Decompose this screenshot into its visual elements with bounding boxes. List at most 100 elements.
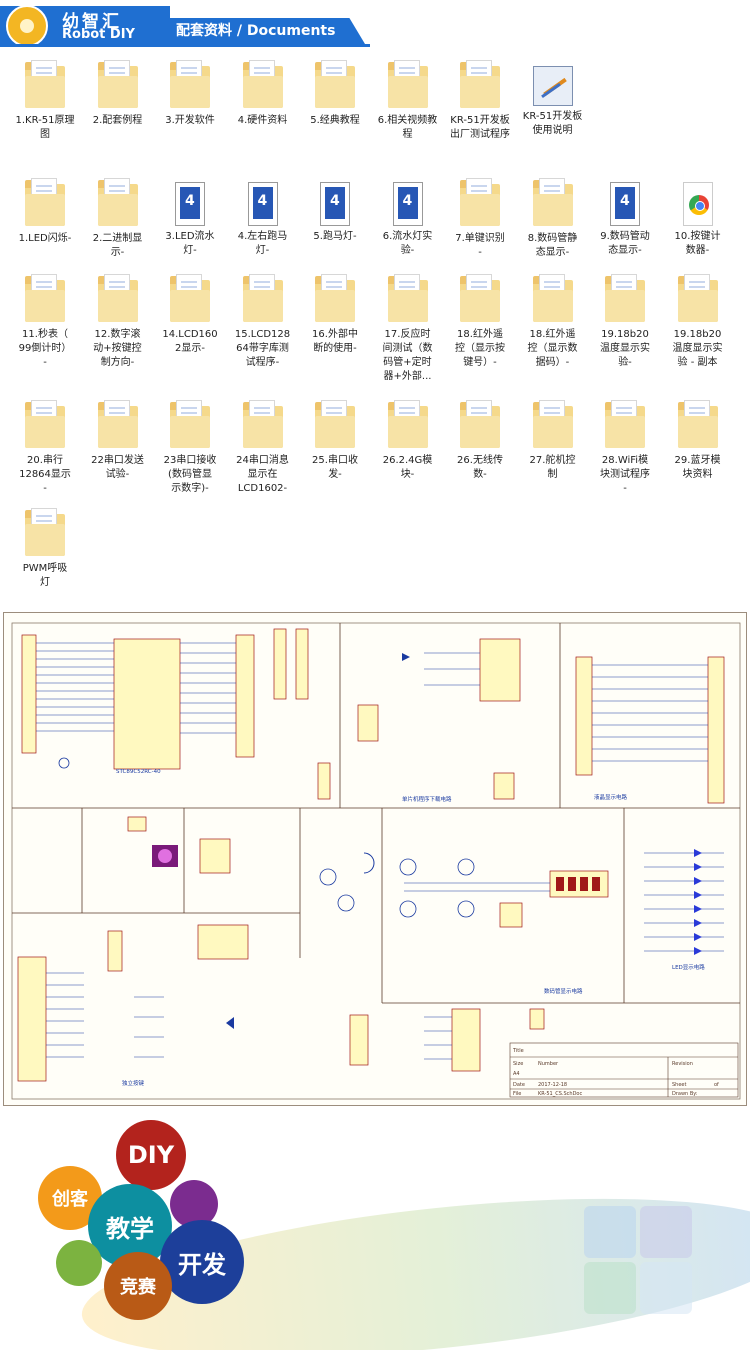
file-item[interactable]: 24串口消息 显示在 LCD1602- [226,400,300,496]
section-title-bar [170,18,365,44]
file-item[interactable]: 6.相关视频教 程 [371,60,445,142]
title-block-title: Title [512,1048,524,1054]
file-item[interactable]: 29.蓝牙模 块资料 [661,400,735,482]
folder-icon [605,400,645,450]
title-block-date: Date [513,1082,525,1088]
teach-bubble: 教学 [88,1184,172,1268]
file-item[interactable]: 27.舵机控 制 [516,400,590,482]
file-item[interactable]: 4.左右跑马 灯- [226,178,300,258]
usb-download-caption: 单片机程序下载电路 [402,795,452,803]
file-item[interactable]: 1.KR-51原理 图 [8,60,82,142]
folder-icon [25,60,65,110]
folder-icon [677,400,718,450]
file-label: 26.无线传 数- [457,455,503,480]
title-block-file-value: KR-51_CS.SchDoc [538,1091,582,1097]
title-block-revision: Revision [672,1061,693,1067]
file-item[interactable]: 28.WiFi模 块测试程序 - [588,400,662,496]
file-label: 23串口接收 (数码管显 示数字)- [163,455,217,494]
file-item[interactable]: 22串口发送 试验- [81,400,155,482]
file-item[interactable]: 7.单键识别 - [443,178,517,260]
title-block-sheet: Sheet [672,1082,686,1088]
header-divider [0,44,370,47]
chip-caption: STC89C52RC-40 [116,769,161,775]
file-label: 2.二进制显 示- [92,233,143,258]
file-item[interactable]: 20.串行 12864显示 - [8,400,82,496]
file-item[interactable]: 11.秒表（ 99倒计时） - [8,274,82,370]
title-block-number: Number [538,1061,559,1067]
file-label: KR-51开发板 出厂测试程序 [450,115,510,140]
folder-icon [532,178,573,228]
file-item[interactable]: 2.配套例程 [81,60,155,128]
file-item[interactable]: 4.硬件资料 [226,60,300,128]
title-block-date-value: 2017-12-18 [538,1082,567,1088]
folder-icon [387,274,428,324]
file-item[interactable]: 9.数码管动 态显示- [588,178,662,258]
file-label: 28.WiFi模 块测试程序 - [600,455,650,494]
file-item[interactable]: 23串口接收 (数码管显 示数字)- [153,400,227,496]
file-label: 15.LCD128 64带字库测 试程序- [234,329,291,368]
file-item[interactable]: 17.反应时 间测试（数 码管+定时 器+外部... [371,274,445,384]
circuit-schematic: 单片机程序下载电路 液晶显示电路 数码管显示电路 LED显示电路 独立按键 ST… [3,612,747,1106]
file-item[interactable]: 18.红外遥 控（显示按 键号）- [443,274,517,370]
file-item[interactable]: 10.按键计 数器- [661,178,735,258]
title-block-a4: A4 [513,1071,520,1077]
file-label: 19.18b20 温度显示实 验- [600,329,650,368]
lion-logo-icon [6,5,48,47]
folder-icon [315,274,355,324]
file-item[interactable]: 3.LED流水 灯- [153,178,227,258]
file-item[interactable]: PWM呼吸 灯 [8,508,82,590]
file-label: 29.蓝牙模 块资料 [674,455,721,480]
file-label: KR-51开发板 使用说明 [522,111,583,136]
schematic-drawing: 单片机程序下载电路 液晶显示电路 数码管显示电路 LED显示电路 独立按键 ST… [11,622,741,1100]
folder-icon [677,274,718,324]
file-label: 18.红外遥 控（显示数 据码）- [527,329,578,368]
file-item[interactable]: 25.串口收 发- [298,400,372,482]
file-item[interactable]: 19.18b20 温度显示实 验 - 副本 [661,274,735,370]
file-item[interactable]: 2.二进制显 示- [81,178,155,260]
file-item[interactable]: 12.数字滚 动+按键控 制方向- [81,274,155,370]
keil-project-icon [247,182,278,226]
file-label: 8.数码管静 态显示- [527,233,578,258]
file-label: 4.左右跑马 灯- [237,231,288,256]
folder-icon [97,178,138,228]
keil-project-icon [175,182,205,226]
file-item[interactable]: 15.LCD128 64带字库测 试程序- [226,274,300,370]
file-label: 20.串行 12864显示 - [19,455,71,494]
file-label: 24串口消息 显示在 LCD1602- [236,455,289,494]
file-item[interactable]: 6.流水灯实 验- [371,178,445,258]
compete-bubble: 竞赛 [104,1252,172,1320]
file-item[interactable]: KR-51开发板 使用说明 [516,60,590,138]
file-label: 27.舵机控 制 [529,455,576,480]
file-item[interactable]: 26.无线传 数- [443,400,517,482]
file-label: 2.配套例程 [92,115,143,126]
file-item[interactable]: 16.外部中 断的使用- [298,274,372,356]
decorative-tile [584,1262,636,1314]
keil-project-icon [392,182,423,226]
file-item[interactable]: 26.2.4G模 块- [371,400,445,482]
file-item[interactable]: 8.数码管静 态显示- [516,178,590,260]
file-item[interactable]: 14.LCD160 2显示- [153,274,227,356]
chrome-icon [682,182,713,226]
folder-icon [97,400,138,450]
file-label: 19.18b20 温度显示实 验 - 副本 [672,329,723,368]
section-title: 配套资料 / Documents [176,23,336,39]
file-item[interactable]: 5.跑马灯- [298,178,372,244]
file-label: 6.相关视频教 程 [377,115,438,140]
title-block-file: File [513,1091,521,1097]
file-label: 3.LED流水 灯- [165,231,215,256]
file-item[interactable]: 18.红外遥 控（显示数 据码）- [516,274,590,370]
folder-icon [97,60,138,110]
file-item[interactable]: 1.LED闪烁- [8,178,82,246]
file-item[interactable]: 5.经典教程 [298,60,372,128]
file-item[interactable]: 19.18b20 温度显示实 验- [588,274,662,370]
brand-name-cn: 幼智汇 [62,12,122,32]
file-item[interactable]: 3.开发软件 [153,60,227,128]
develop-bubble: 开发 [160,1220,244,1304]
title-block-size: Size [513,1061,523,1067]
file-label: 3.开发软件 [165,115,215,126]
file-item[interactable]: KR-51开发板 出厂测试程序 [443,60,517,142]
folder-icon [97,274,138,324]
led-caption: LED显示电路 [672,963,705,971]
folder-icon [25,178,65,228]
folder-icon [460,178,500,228]
